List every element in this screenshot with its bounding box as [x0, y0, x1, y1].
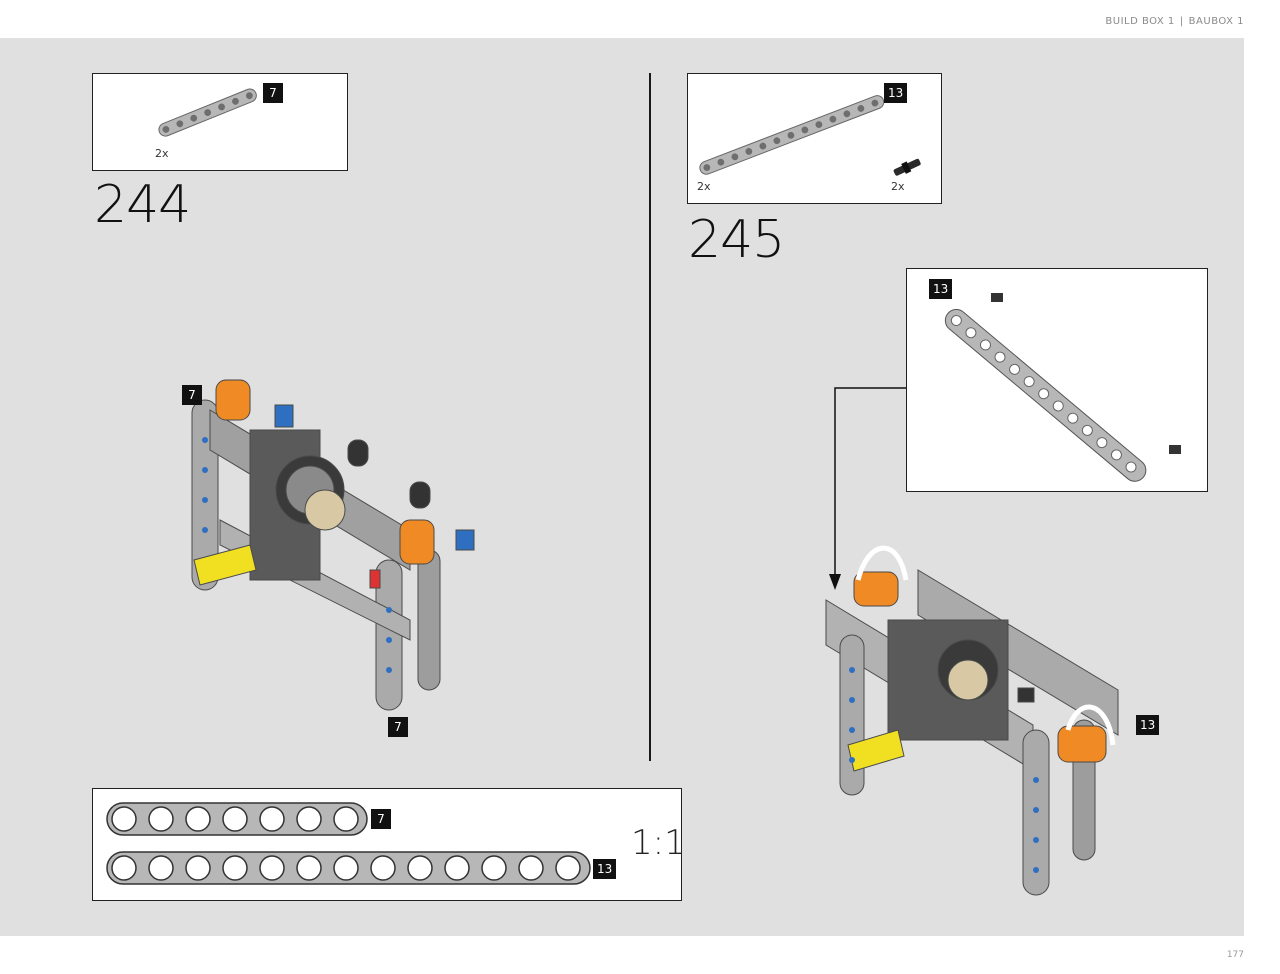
- beam-scale-illustration: [106, 802, 591, 885]
- step-number-245: 245: [688, 210, 785, 270]
- callout-badge: 13: [1136, 715, 1160, 735]
- placement-arrow: [829, 387, 906, 590]
- beam-13-part-icon: [699, 95, 921, 176]
- page-header: BUILD BOX 1 | BAUBOX 1: [1105, 16, 1244, 27]
- scale-ratio-label: 1:1: [631, 823, 686, 863]
- beam-13-with-pins-illustration: [944, 293, 1181, 482]
- part-quantity: 2x: [155, 147, 169, 160]
- scale-beam-7-label: 7: [371, 809, 391, 829]
- build-box-de: BAUBOX 1: [1188, 16, 1244, 27]
- build-box-en: BUILD BOX 1: [1105, 16, 1175, 27]
- step-245-parts-box: 13 2x 2x: [687, 73, 942, 204]
- beam-7-part-icon: [158, 88, 257, 137]
- step-divider: [649, 73, 651, 761]
- step-number-244: 244: [94, 175, 191, 235]
- header-separator: |: [1179, 16, 1184, 27]
- step-245-assembly-illustration: [825, 545, 1119, 896]
- scale-guide-box: 7 13 1:1: [92, 788, 686, 901]
- step-244-assembly-illustration: [191, 379, 475, 711]
- pin-quantity: 2x: [891, 180, 905, 193]
- pin-part-icon: [893, 158, 921, 176]
- callout-badge-lower: 7: [388, 717, 408, 737]
- page-number: 177: [1226, 950, 1244, 960]
- subassembly-box: 13: [906, 268, 1208, 492]
- scale-beam-13-label: 13: [593, 859, 617, 879]
- callout-badge-upper: 7: [182, 385, 202, 405]
- step-244-parts-box: 7 2x: [92, 73, 348, 171]
- subassembly-badge: 13: [929, 279, 953, 299]
- part-size-badge: 13: [884, 83, 908, 103]
- part-quantity: 2x: [697, 180, 711, 193]
- part-size-badge: 7: [263, 83, 283, 103]
